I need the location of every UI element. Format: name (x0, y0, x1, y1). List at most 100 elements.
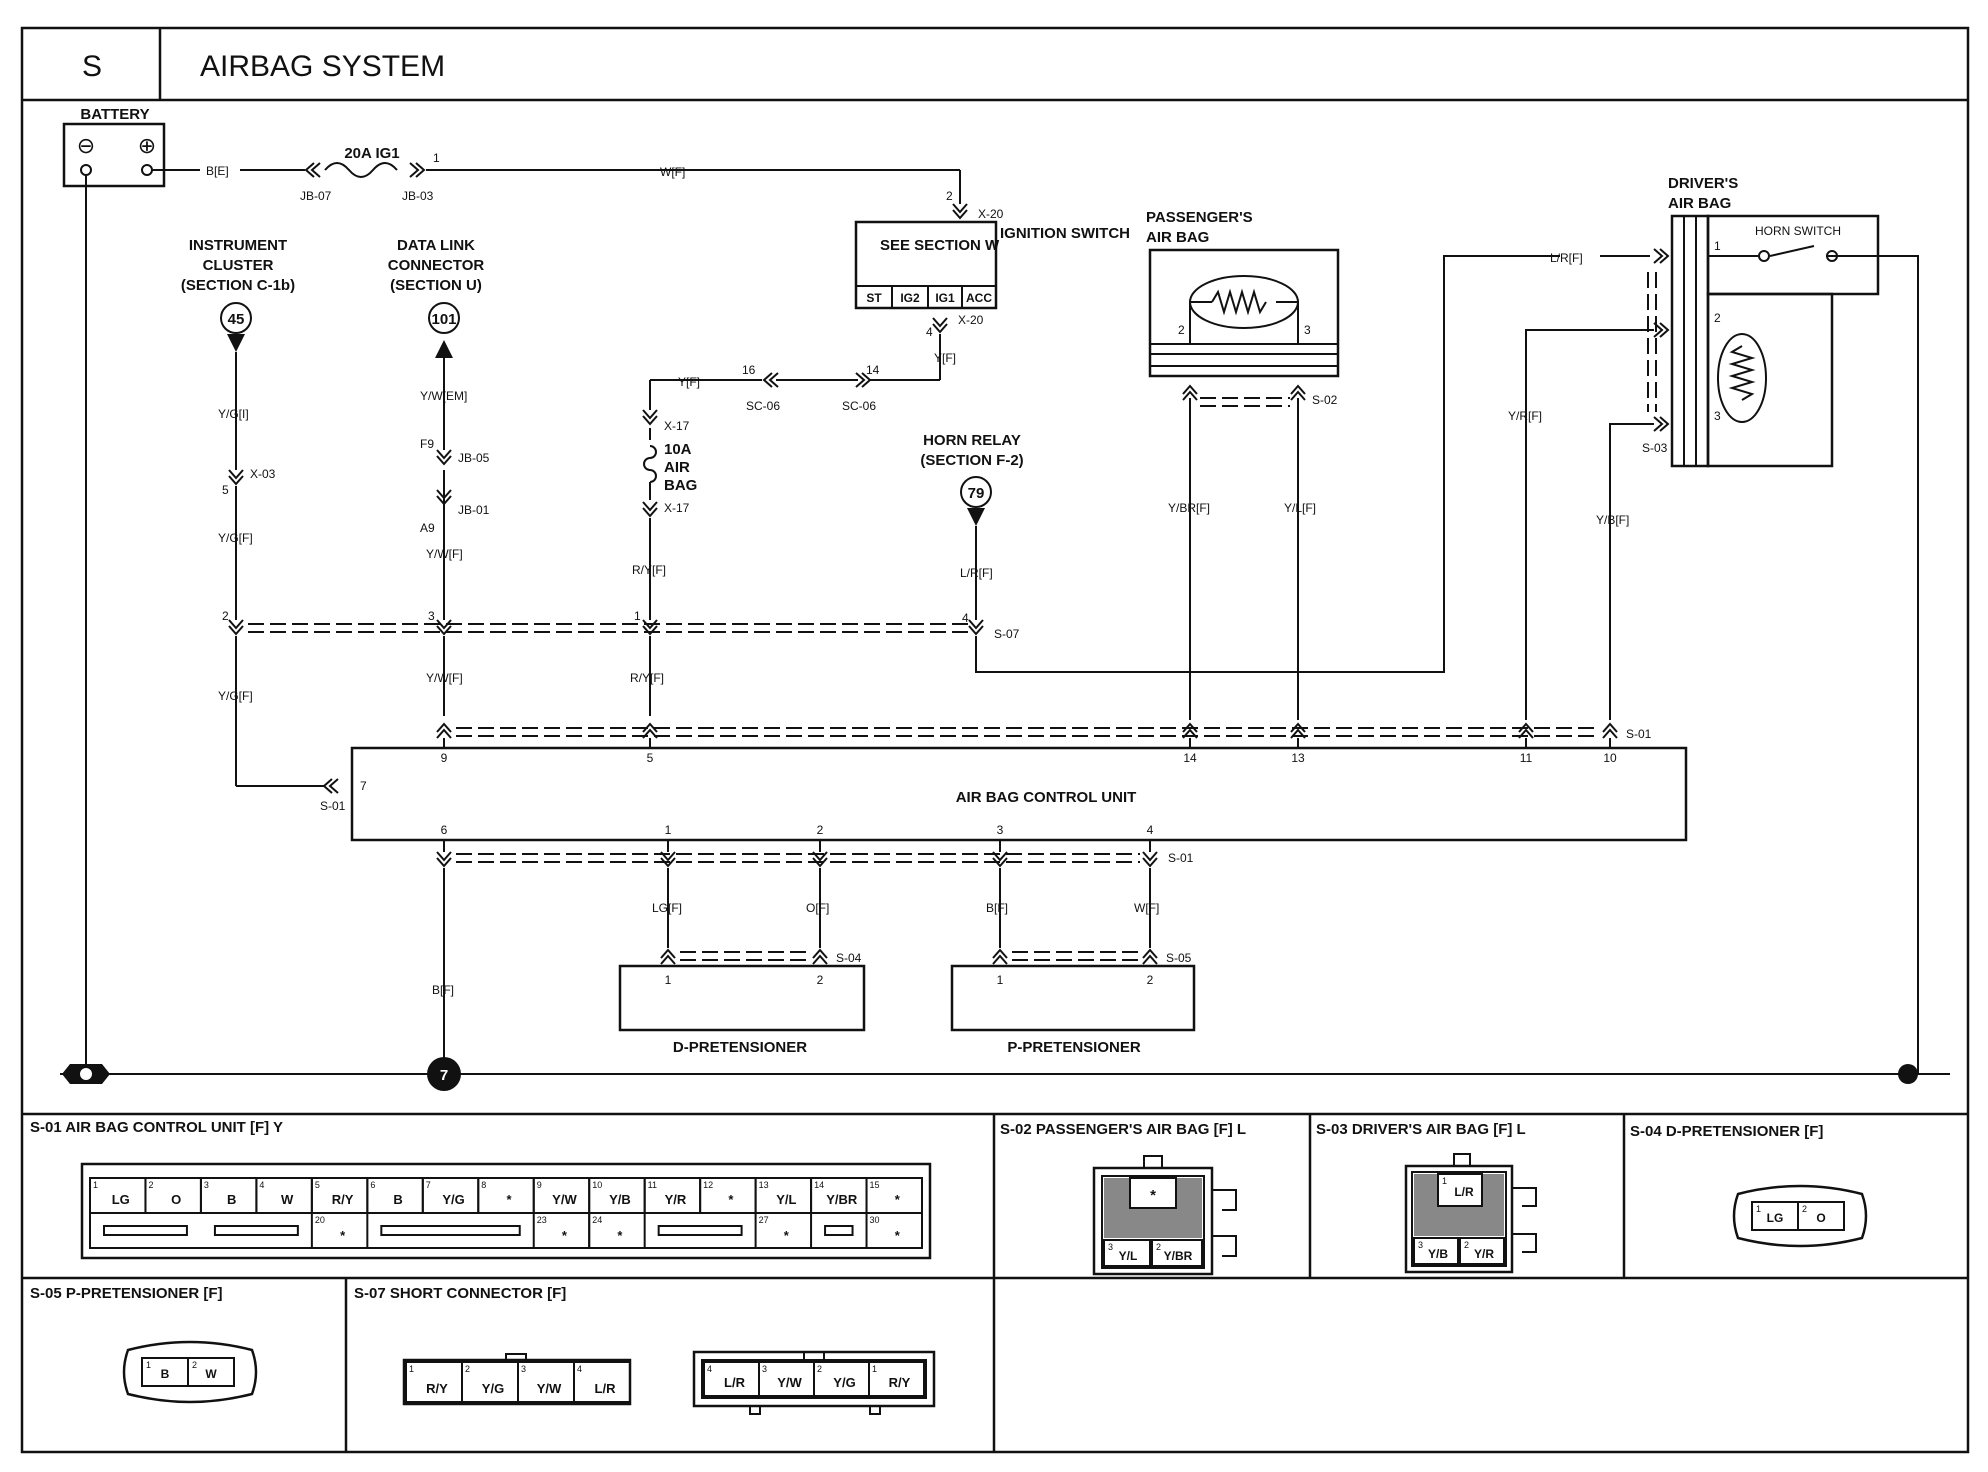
svg-text:14: 14 (814, 1180, 824, 1190)
svg-text:24: 24 (592, 1215, 602, 1225)
svg-text:O: O (1816, 1211, 1825, 1225)
panel-s03-title: S-03 DRIVER'S AIR BAG [F] L (1316, 1121, 1526, 1138)
s01-bottom-cell: 23* (532, 1212, 591, 1249)
horn-switch-icon (1708, 245, 1878, 257)
d-pretensioner (618, 964, 866, 1032)
svg-text:11: 11 (1520, 751, 1533, 765)
svg-text:B: B (227, 1192, 236, 1207)
svg-text:Y/R: Y/R (1474, 1247, 1494, 1261)
s01-top-cell: 6B (366, 1177, 424, 1214)
svg-text:14: 14 (1183, 751, 1197, 765)
svg-text:R/Y: R/Y (426, 1381, 448, 1396)
s01-top-row: 1LG2O3B4W5R/Y6B7Y/G8*9Y/W10Y/B11Y/R12*13… (89, 1177, 923, 1214)
svg-text:B: B (161, 1367, 170, 1381)
x20-top: X-20 (978, 207, 1004, 221)
s01-slot (380, 1225, 521, 1236)
s01-top-cell: 5R/Y (310, 1177, 369, 1214)
horn-relay-label2: (SECTION F-2) (920, 452, 1023, 469)
s01-slot (657, 1225, 743, 1236)
s01-slot (824, 1225, 854, 1236)
s01-bottom-row: 20*23*24*27*30* (103, 1212, 923, 1249)
s01-top-cell: 13Y/L (754, 1177, 813, 1214)
body-ground-icon (62, 1064, 110, 1084)
wire-ry-upper: R/Y[F] (632, 563, 666, 577)
s07-connector-face-right: 4L/R3Y/W2Y/G1R/Y (692, 1350, 936, 1415)
svg-text:Y/L: Y/L (1119, 1249, 1138, 1263)
s01-top-cell: 15 * (865, 1177, 923, 1214)
dab-pin1: 1 (1714, 239, 1721, 253)
jb07-label: JB-07 (300, 189, 332, 203)
wire-of: O[F] (806, 901, 829, 915)
svg-text:1: 1 (146, 1360, 151, 1370)
svg-text:2: 2 (817, 1364, 822, 1374)
s07-pin-3: 3 (428, 609, 435, 623)
fuse-pin: 1 (433, 151, 440, 165)
horn-relay-ref-num: 79 (968, 485, 985, 502)
pab-pin2: 2 (1178, 323, 1185, 337)
svg-text:O: O (171, 1192, 181, 1207)
svg-text:6: 6 (370, 1180, 375, 1190)
svg-text:4: 4 (259, 1180, 264, 1190)
ignition-pins: ST IG2 IG1 ACC (866, 291, 992, 305)
svg-text:3: 3 (1418, 1240, 1423, 1250)
svg-text:2: 2 (1464, 1240, 1469, 1250)
svg-text:10: 10 (592, 1180, 602, 1190)
s05-label: S-05 (1166, 951, 1192, 965)
s07r-cell: 3Y/W (758, 1361, 815, 1397)
svg-text:27: 27 (759, 1215, 769, 1225)
svg-text:Y/G: Y/G (442, 1192, 464, 1207)
svg-text:*: * (895, 1192, 901, 1207)
driver-inflator-box (1706, 292, 1834, 468)
s01-connector-face (80, 1162, 932, 1260)
svg-text:3: 3 (762, 1364, 767, 1374)
dab-pin2: 2 (1714, 311, 1721, 325)
svg-text:5: 5 (315, 1180, 320, 1190)
s01-top-cell: 14Y/BR (810, 1177, 868, 1214)
sc06-left: SC-06 (746, 399, 780, 413)
ignition-switch (854, 220, 998, 310)
svg-text:*: * (1150, 1187, 1156, 1204)
s07-pin-2: 2 (222, 609, 229, 623)
wire-ywf-lower: Y/W[F] (426, 671, 463, 685)
battery (62, 122, 166, 188)
instrument-ref-circle (220, 302, 252, 334)
svg-text:6: 6 (441, 823, 448, 837)
wire-ybrf: Y/BR[F] (1168, 501, 1210, 515)
svg-text:1: 1 (409, 1364, 414, 1374)
wire-ygf-lower: Y/G[F] (218, 689, 253, 703)
svg-text:*: * (562, 1228, 568, 1243)
acu-top-pins: 9 5 14 13 11 10 (441, 751, 1617, 765)
s02-connector-face: * 3 Y/L 2 Y/BR (1092, 1155, 1237, 1276)
passenger-air-bag (1148, 248, 1340, 378)
s07r-cell: 4L/R (703, 1361, 760, 1397)
ground-num: 7 (440, 1067, 448, 1084)
sc06-right: SC-06 (842, 399, 876, 413)
svg-text:Y/G: Y/G (833, 1375, 855, 1390)
acu-label: AIR BAG CONTROL UNIT (956, 789, 1137, 806)
datalink-label1: DATA LINK (397, 237, 475, 254)
panel-s04-title: S-04 D-PRETENSIONER [F] (1630, 1123, 1823, 1140)
svg-text:*: * (340, 1228, 346, 1243)
sc06-pin16: 16 (742, 363, 756, 377)
svg-text:L/R: L/R (595, 1381, 617, 1396)
s01-bottom-cell: 24 * (588, 1212, 646, 1249)
driver-inflator-icon (1717, 333, 1767, 423)
instrument-arrow-icon (227, 334, 245, 352)
svg-text:L/R: L/R (1454, 1185, 1474, 1199)
instrument-label3: (SECTION C-1b) (181, 277, 295, 294)
svg-text:15: 15 (870, 1180, 880, 1190)
svg-text:Y/L: Y/L (776, 1192, 796, 1207)
datalink-label3: (SECTION U) (390, 277, 482, 294)
page-title: AIRBAG SYSTEM (200, 50, 445, 83)
s01-top-cell: 11Y/R (643, 1177, 702, 1214)
svg-text:*: * (617, 1228, 623, 1243)
wire-yrf: Y/R[F] (1508, 409, 1542, 423)
d-pretensioner-label: D-PRETENSIONER (673, 1039, 807, 1056)
wire-ybf: Y/B[F] (1596, 513, 1629, 527)
svg-text:2: 2 (1802, 1204, 1807, 1214)
svg-text:R/Y: R/Y (332, 1192, 354, 1207)
fuse-ig1-label: 20A IG1 (344, 145, 399, 162)
s07l-cell: 1R/Y (405, 1361, 463, 1403)
s07l-cell: 4L/R (573, 1361, 631, 1403)
